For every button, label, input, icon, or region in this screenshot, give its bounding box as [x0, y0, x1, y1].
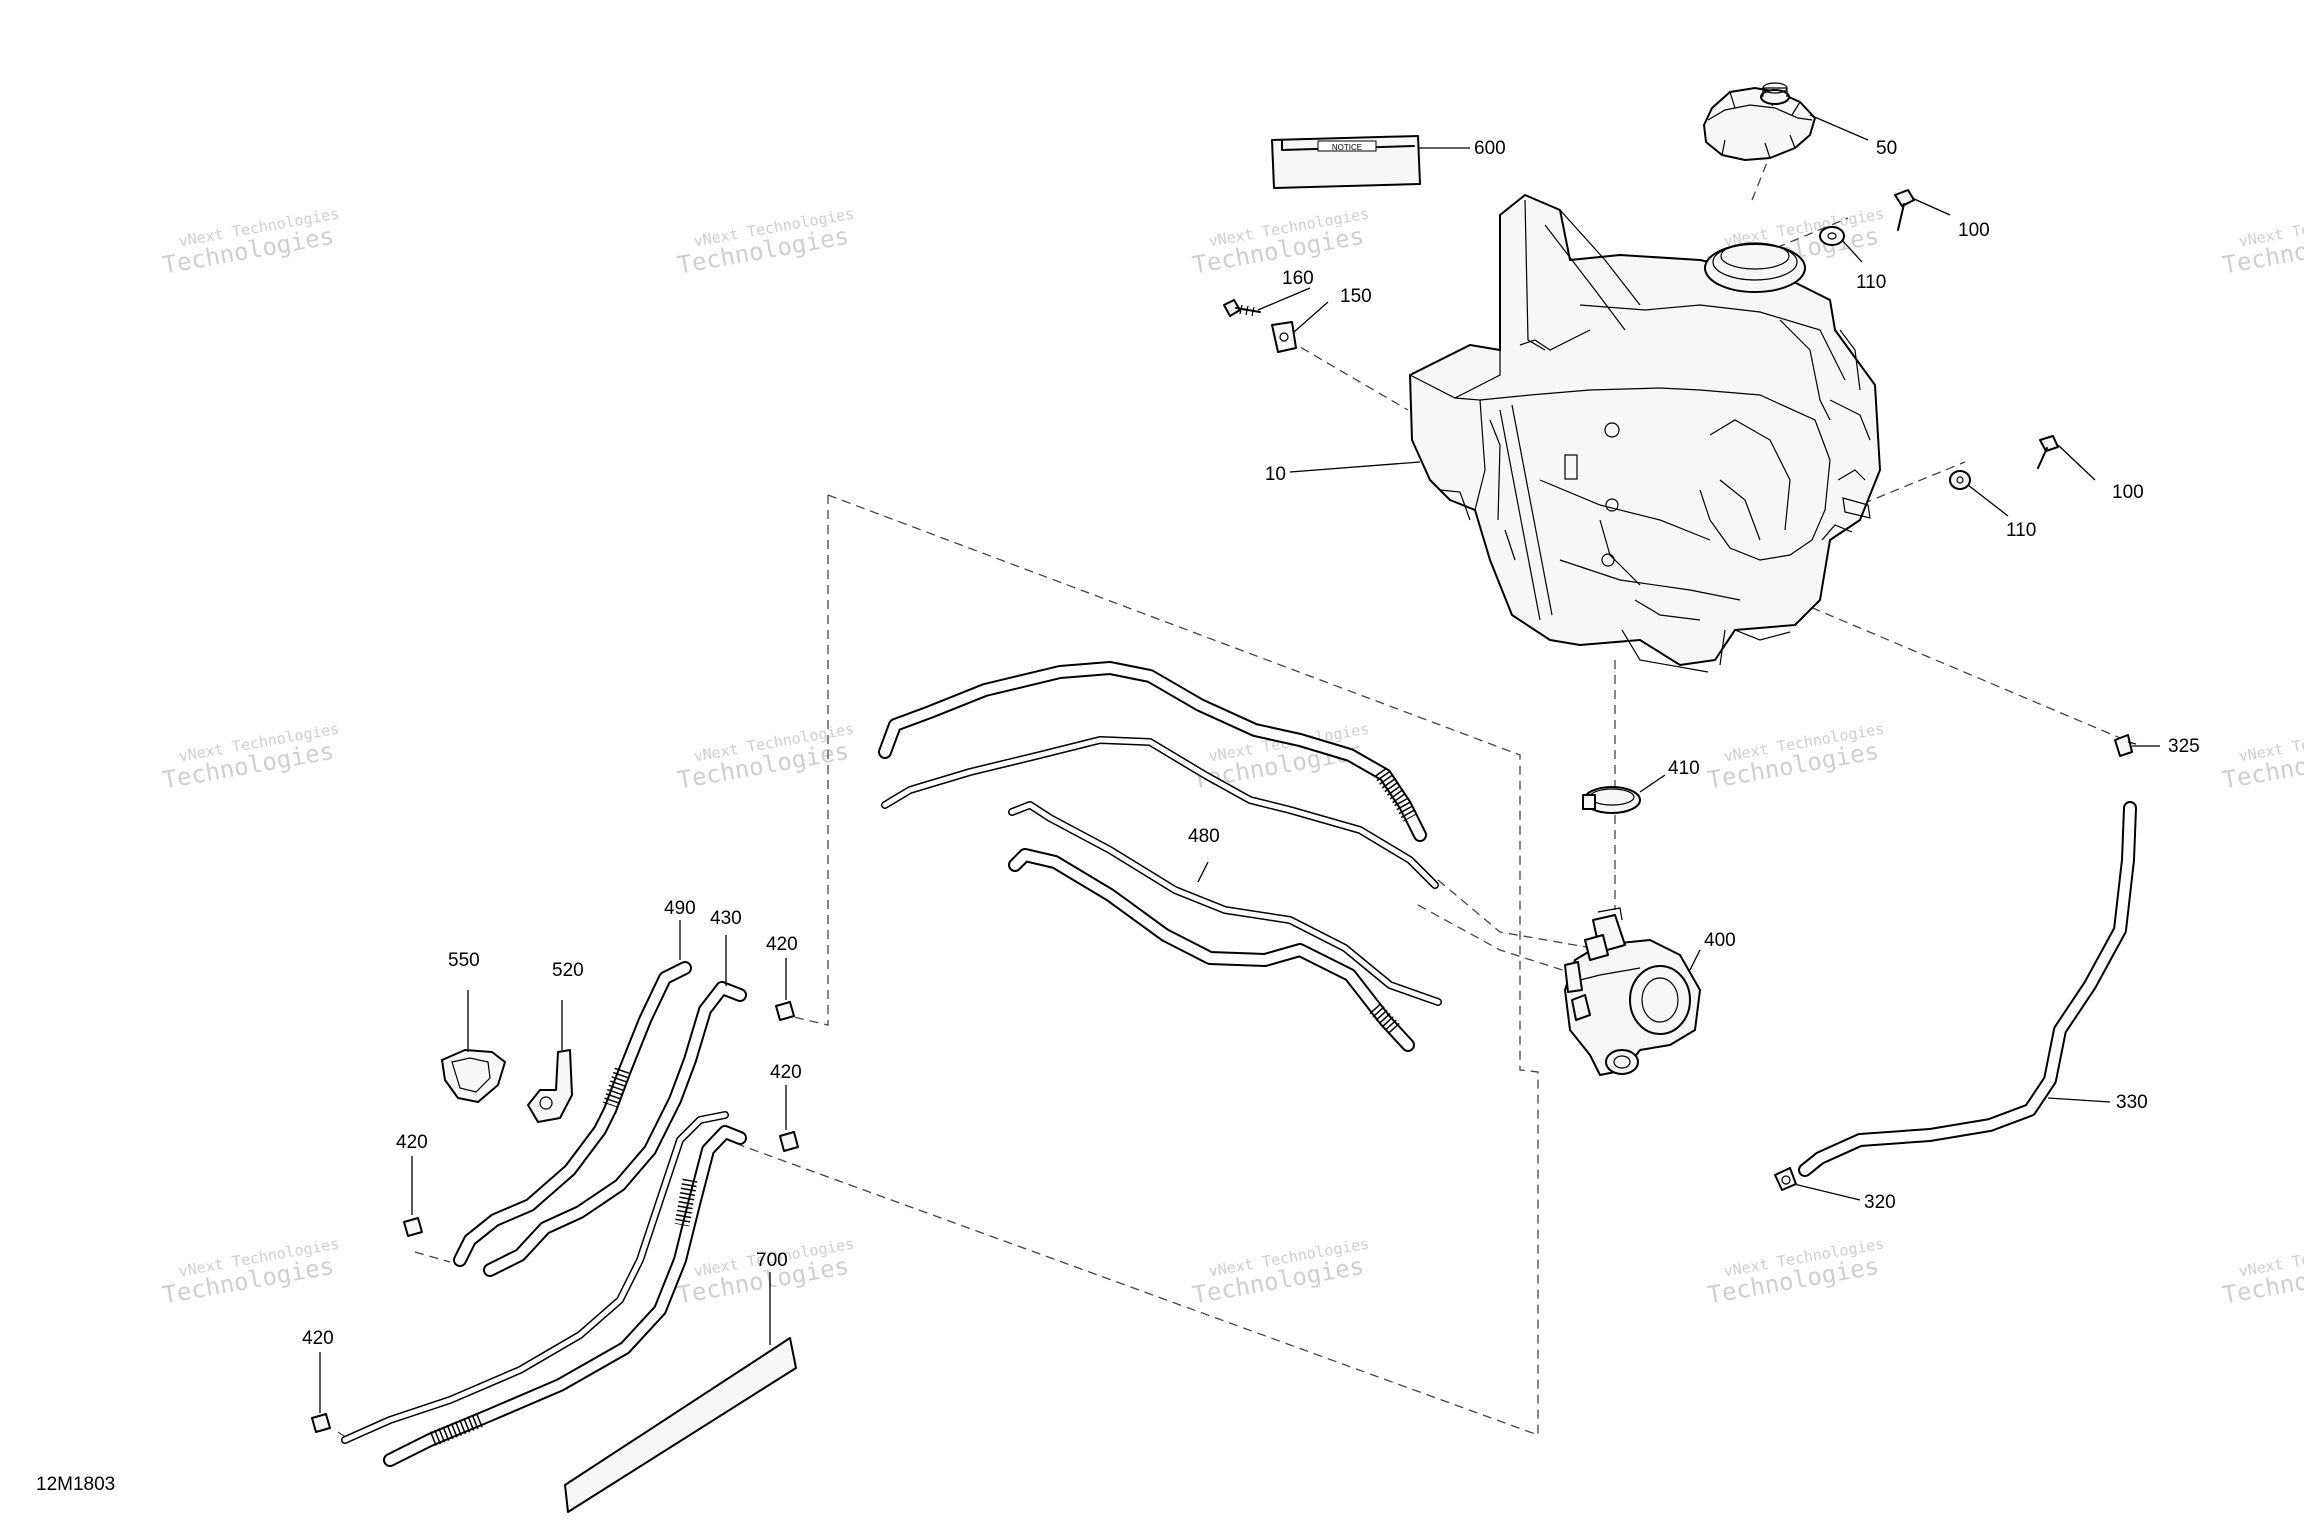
drawing-code: 12M1803 [36, 1474, 115, 1495]
watermark: vNext Technologies Technologies [160, 205, 340, 280]
clamp-320 [1774, 1167, 1797, 1191]
callout-430: 430 [710, 908, 742, 929]
watermark: vNext Technologies Technologies [1705, 720, 1885, 795]
assembly-line [1437, 879, 1593, 949]
assembly-line [784, 495, 829, 1026]
hose-430 [483, 981, 747, 1277]
guard-700 [564, 1337, 797, 1513]
clamp-420-d [311, 1413, 331, 1433]
callout-110: 110 [1856, 272, 1886, 293]
vent-tube-upper [881, 736, 1439, 889]
callout-100: 100 [2112, 482, 2144, 503]
assembly-line [414, 1251, 451, 1263]
callout-490: 490 [664, 898, 696, 919]
fuel-cap [1703, 82, 1816, 161]
watermark: vNext Technologies Technologies [2220, 1235, 2304, 1310]
callout-320: 320 [1864, 1192, 1896, 1213]
hose-700-upper [341, 1111, 729, 1444]
assembly-line [1769, 589, 2126, 741]
callout-400: 400 [1704, 930, 1736, 951]
callout-520: 520 [552, 960, 584, 981]
filler-neck [1704, 243, 1806, 293]
tank-boss [1605, 498, 1619, 512]
clip-550 [441, 1049, 506, 1103]
decal-text: NOTICE [1332, 143, 1362, 152]
fuel-cap-knob [1760, 89, 1790, 105]
callout-420: 420 [302, 1328, 334, 1349]
callout-550: 550 [448, 950, 480, 971]
fuel-tank [1409, 194, 1881, 673]
vent-hose-upper [878, 661, 1427, 842]
washer-110-lower [1949, 470, 1971, 490]
watermark: vNext Technologies Technologies [1705, 1235, 1885, 1310]
callout-150: 150 [1340, 286, 1372, 307]
callout-420: 420 [770, 1062, 802, 1083]
assembly-line [337, 1431, 351, 1441]
watermark-group: vNext Technologies Technologies vNext Te… [160, 205, 2304, 1310]
callout-100: 100 [1958, 220, 1990, 241]
assembly-line [1287, 339, 1409, 411]
callout-480: 480 [1188, 826, 1220, 847]
fuel-line-480 [1008, 848, 1415, 1052]
assembly-line [739, 494, 1539, 1436]
assembly-line [1417, 904, 1579, 976]
hose-700-lower [383, 1125, 747, 1467]
callout-160: 160 [1282, 268, 1314, 289]
hose-330 [1798, 801, 2137, 1177]
callout-410: 410 [1668, 758, 1700, 779]
callout-600: 600 [1474, 138, 1506, 159]
watermark: vNext Technologies Technologies [2220, 205, 2304, 280]
fuel-pump [1564, 907, 1701, 1076]
watermark: vNext Technologies Technologies [1190, 1235, 1370, 1310]
washer-110-upper [1819, 226, 1845, 246]
tank-boss [1601, 553, 1615, 567]
nut-plate-150 [1271, 321, 1297, 353]
clamp-420-b [779, 1131, 799, 1152]
callout-420: 420 [766, 934, 798, 955]
clip-325 [2114, 734, 2137, 757]
tank-fitting [1564, 454, 1578, 480]
watermark: vNext Technologies Technologies [675, 720, 855, 795]
callout-labels: 600 50 100 110 160 150 10 100 110 325 41… [302, 138, 2200, 1349]
leader-lines [319, 114, 2160, 1413]
tank-nipple [1842, 497, 1871, 519]
callout-700: 700 [756, 1250, 788, 1271]
bracket-520 [527, 1049, 573, 1123]
watermark: vNext Technologies Technologies [160, 1235, 340, 1310]
tank-boss [1604, 422, 1620, 438]
decal: NOTICE [1271, 135, 1421, 189]
watermark: vNext Technologies Technologies [2220, 720, 2304, 795]
hose-clamp-410 [1582, 786, 1641, 814]
watermark: vNext Technologies Technologies [675, 1235, 855, 1310]
bolt-100-upper [1894, 189, 1915, 231]
watermark: vNext Technologies Technologies [675, 205, 855, 280]
assembly-line [1751, 159, 1769, 201]
watermark: vNext Technologies Technologies [160, 720, 340, 795]
hose-490 [453, 961, 692, 1267]
callout-50: 50 [1876, 138, 1897, 159]
clamp-420-a [775, 1001, 795, 1021]
clamp-420-c [403, 1217, 423, 1237]
callout-10: 10 [1265, 464, 1286, 485]
callout-325: 325 [2168, 736, 2200, 757]
bolt-100-lower [2037, 435, 2059, 469]
screw-160 [1223, 299, 1261, 317]
callout-330: 330 [2116, 1092, 2148, 1113]
callout-110: 110 [2006, 520, 2036, 541]
callout-420: 420 [396, 1132, 428, 1153]
fuel-line-480-thin [1008, 801, 1442, 1006]
